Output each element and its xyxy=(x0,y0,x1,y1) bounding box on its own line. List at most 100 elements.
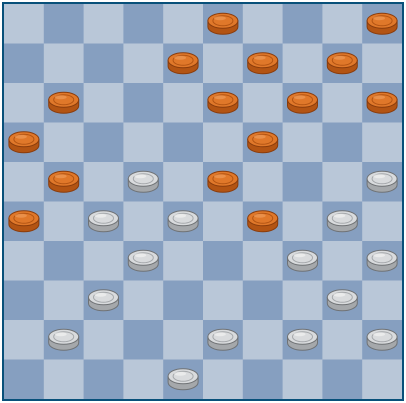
board-square-r1-c9[interactable] xyxy=(362,44,402,84)
board-square-r5-c5[interactable] xyxy=(203,202,243,242)
white-checker-piece[interactable] xyxy=(327,211,357,232)
board-square-r6-c8[interactable] xyxy=(322,241,362,281)
board-square-r5-c7[interactable] xyxy=(283,202,323,242)
orange-checker-piece[interactable] xyxy=(208,13,238,34)
board-square-r0-c4[interactable] xyxy=(163,4,203,44)
white-checker-piece[interactable] xyxy=(168,369,198,390)
board-square-r8-c6[interactable] xyxy=(243,320,283,360)
board-square-r8-c0[interactable] xyxy=(4,320,44,360)
board-square-r1-c2[interactable] xyxy=(84,44,124,84)
orange-checker-piece[interactable] xyxy=(49,92,79,113)
orange-checker-piece[interactable] xyxy=(248,132,278,153)
board-square-r8-c2[interactable] xyxy=(84,320,124,360)
board-square-r0-c3[interactable] xyxy=(123,4,163,44)
board-square-r2-c6[interactable] xyxy=(243,83,283,123)
orange-checker-piece[interactable] xyxy=(168,53,198,74)
board-square-r7-c1[interactable] xyxy=(44,281,84,321)
board-square-r0-c8[interactable] xyxy=(322,4,362,44)
white-checker-piece[interactable] xyxy=(288,329,318,350)
board-square-r6-c6[interactable] xyxy=(243,241,283,281)
board-square-r4-c0[interactable] xyxy=(4,162,44,202)
board-square-r1-c1[interactable] xyxy=(44,44,84,84)
board-square-r4-c8[interactable] xyxy=(322,162,362,202)
white-checker-piece[interactable] xyxy=(367,171,397,192)
board-square-r3-c1[interactable] xyxy=(44,123,84,163)
board-square-r0-c2[interactable] xyxy=(84,4,124,44)
board-square-r0-c0[interactable] xyxy=(4,4,44,44)
board-square-r6-c0[interactable] xyxy=(4,241,44,281)
board-square-r3-c8[interactable] xyxy=(322,123,362,163)
board-square-r7-c4[interactable] xyxy=(163,281,203,321)
orange-checker-piece[interactable] xyxy=(9,211,39,232)
board-square-r3-c7[interactable] xyxy=(283,123,323,163)
white-checker-piece[interactable] xyxy=(367,250,397,271)
board-square-r2-c4[interactable] xyxy=(163,83,203,123)
board-square-r4-c6[interactable] xyxy=(243,162,283,202)
board-square-r7-c7[interactable] xyxy=(283,281,323,321)
board-square-r9-c2[interactable] xyxy=(84,360,124,400)
orange-checker-piece[interactable] xyxy=(208,171,238,192)
board-square-r4-c2[interactable] xyxy=(84,162,124,202)
board-square-r9-c0[interactable] xyxy=(4,360,44,400)
board-square-r1-c5[interactable] xyxy=(203,44,243,84)
board-square-r6-c5[interactable] xyxy=(203,241,243,281)
board-square-r7-c3[interactable] xyxy=(123,281,163,321)
board-square-r5-c9[interactable] xyxy=(362,202,402,242)
board-square-r8-c8[interactable] xyxy=(322,320,362,360)
orange-checker-piece[interactable] xyxy=(248,211,278,232)
board-square-r6-c1[interactable] xyxy=(44,241,84,281)
board-square-r9-c5[interactable] xyxy=(203,360,243,400)
board-square-r7-c5[interactable] xyxy=(203,281,243,321)
board-square-r9-c9[interactable] xyxy=(362,360,402,400)
white-checker-piece[interactable] xyxy=(128,171,158,192)
white-checker-piece[interactable] xyxy=(327,290,357,311)
white-checker-piece[interactable] xyxy=(288,250,318,271)
board-square-r3-c2[interactable] xyxy=(84,123,124,163)
board-square-r0-c6[interactable] xyxy=(243,4,283,44)
white-checker-piece[interactable] xyxy=(128,250,158,271)
board-square-r7-c6[interactable] xyxy=(243,281,283,321)
orange-checker-piece[interactable] xyxy=(49,171,79,192)
white-checker-piece[interactable] xyxy=(89,211,119,232)
board-square-r6-c4[interactable] xyxy=(163,241,203,281)
board-square-r5-c1[interactable] xyxy=(44,202,84,242)
board-square-r4-c4[interactable] xyxy=(163,162,203,202)
board-square-r9-c8[interactable] xyxy=(322,360,362,400)
orange-checker-piece[interactable] xyxy=(367,13,397,34)
board-square-r6-c2[interactable] xyxy=(84,241,124,281)
board-square-r9-c6[interactable] xyxy=(243,360,283,400)
board-square-r7-c0[interactable] xyxy=(4,281,44,321)
white-checker-piece[interactable] xyxy=(168,211,198,232)
board-square-r3-c4[interactable] xyxy=(163,123,203,163)
board-square-r9-c3[interactable] xyxy=(123,360,163,400)
orange-checker-piece[interactable] xyxy=(208,92,238,113)
board-square-r3-c5[interactable] xyxy=(203,123,243,163)
board-square-r1-c7[interactable] xyxy=(283,44,323,84)
board-square-r0-c1[interactable] xyxy=(44,4,84,44)
white-checker-piece[interactable] xyxy=(49,329,79,350)
board-square-r3-c3[interactable] xyxy=(123,123,163,163)
board-square-r8-c4[interactable] xyxy=(163,320,203,360)
orange-checker-piece[interactable] xyxy=(248,53,278,74)
board-square-r4-c7[interactable] xyxy=(283,162,323,202)
board-square-r8-c3[interactable] xyxy=(123,320,163,360)
board-square-r2-c3[interactable] xyxy=(123,83,163,123)
board-square-r5-c3[interactable] xyxy=(123,202,163,242)
board-square-r2-c8[interactable] xyxy=(322,83,362,123)
orange-checker-piece[interactable] xyxy=(367,92,397,113)
orange-checker-piece[interactable] xyxy=(9,132,39,153)
board-square-r3-c9[interactable] xyxy=(362,123,402,163)
orange-checker-piece[interactable] xyxy=(327,53,357,74)
board-square-r2-c2[interactable] xyxy=(84,83,124,123)
board-square-r1-c3[interactable] xyxy=(123,44,163,84)
board-square-r1-c0[interactable] xyxy=(4,44,44,84)
white-checker-piece[interactable] xyxy=(89,290,119,311)
board-canvas[interactable] xyxy=(4,4,402,399)
white-checker-piece[interactable] xyxy=(367,329,397,350)
board-square-r2-c0[interactable] xyxy=(4,83,44,123)
white-checker-piece[interactable] xyxy=(208,329,238,350)
orange-checker-piece[interactable] xyxy=(288,92,318,113)
board-square-r0-c7[interactable] xyxy=(283,4,323,44)
board-square-r9-c7[interactable] xyxy=(283,360,323,400)
